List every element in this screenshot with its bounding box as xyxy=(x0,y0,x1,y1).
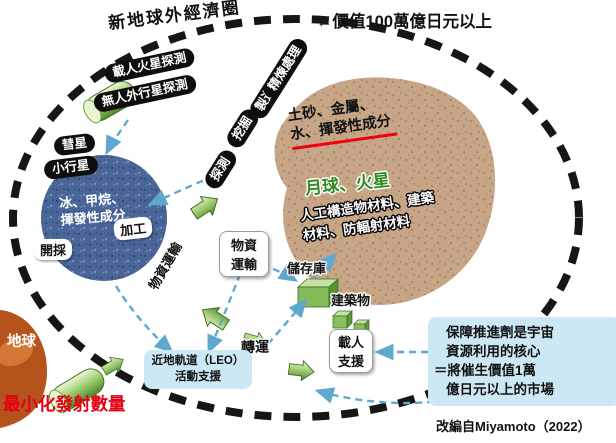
transport-box: 物資 運輸 xyxy=(219,231,269,277)
info-line3: ＝將催生價值1萬 xyxy=(434,363,537,379)
info-line2: 資源利用的核心 xyxy=(446,344,541,360)
source-credit: 改編自Miyamoto（2022） xyxy=(436,419,591,434)
leo-line1: 近地軌道（LEO） xyxy=(151,355,245,367)
transport-box-line1: 物資 xyxy=(230,238,257,253)
crew-support-box: 載人 支援 xyxy=(329,329,373,373)
comet-processing-label: 加工 xyxy=(113,216,154,241)
storage-depot-box xyxy=(296,278,340,308)
storage-label: 儲存庫 xyxy=(287,261,327,276)
earth-shape xyxy=(0,310,48,428)
leo-box: 近地軌道（LEO） 活動支援 xyxy=(144,350,252,390)
economy-sphere-boundary xyxy=(9,15,583,421)
transport-box-line2: 運輸 xyxy=(230,257,257,272)
crew-support-line2: 支援 xyxy=(337,354,364,369)
comet-mining-label: 開採 xyxy=(34,239,73,260)
comet-asteroid-body xyxy=(41,155,167,281)
info-line1: 保障推進劑是宇宙 xyxy=(446,325,554,340)
propellant-info-box: 保障推進劑是宇宙 資源利用的核心 ＝將催生價值1萬 億日元以上的市場 xyxy=(428,317,616,406)
value-annotation: ←價值100萬億日元以上 xyxy=(316,13,493,31)
info-line4: 億日元以上的市場 xyxy=(446,382,554,398)
moon-mars-blob xyxy=(274,77,496,305)
minimize-launch-slogan: 最小化發射數量 xyxy=(3,394,126,414)
launch-tube-earth xyxy=(48,368,105,414)
buildings-label: 建築物 xyxy=(331,293,371,308)
earth-label: 地球 xyxy=(7,334,36,350)
surface-buildings xyxy=(332,310,370,334)
leo-line2: 活動支援 xyxy=(175,370,221,383)
crew-support-line1: 載人 xyxy=(337,335,364,350)
